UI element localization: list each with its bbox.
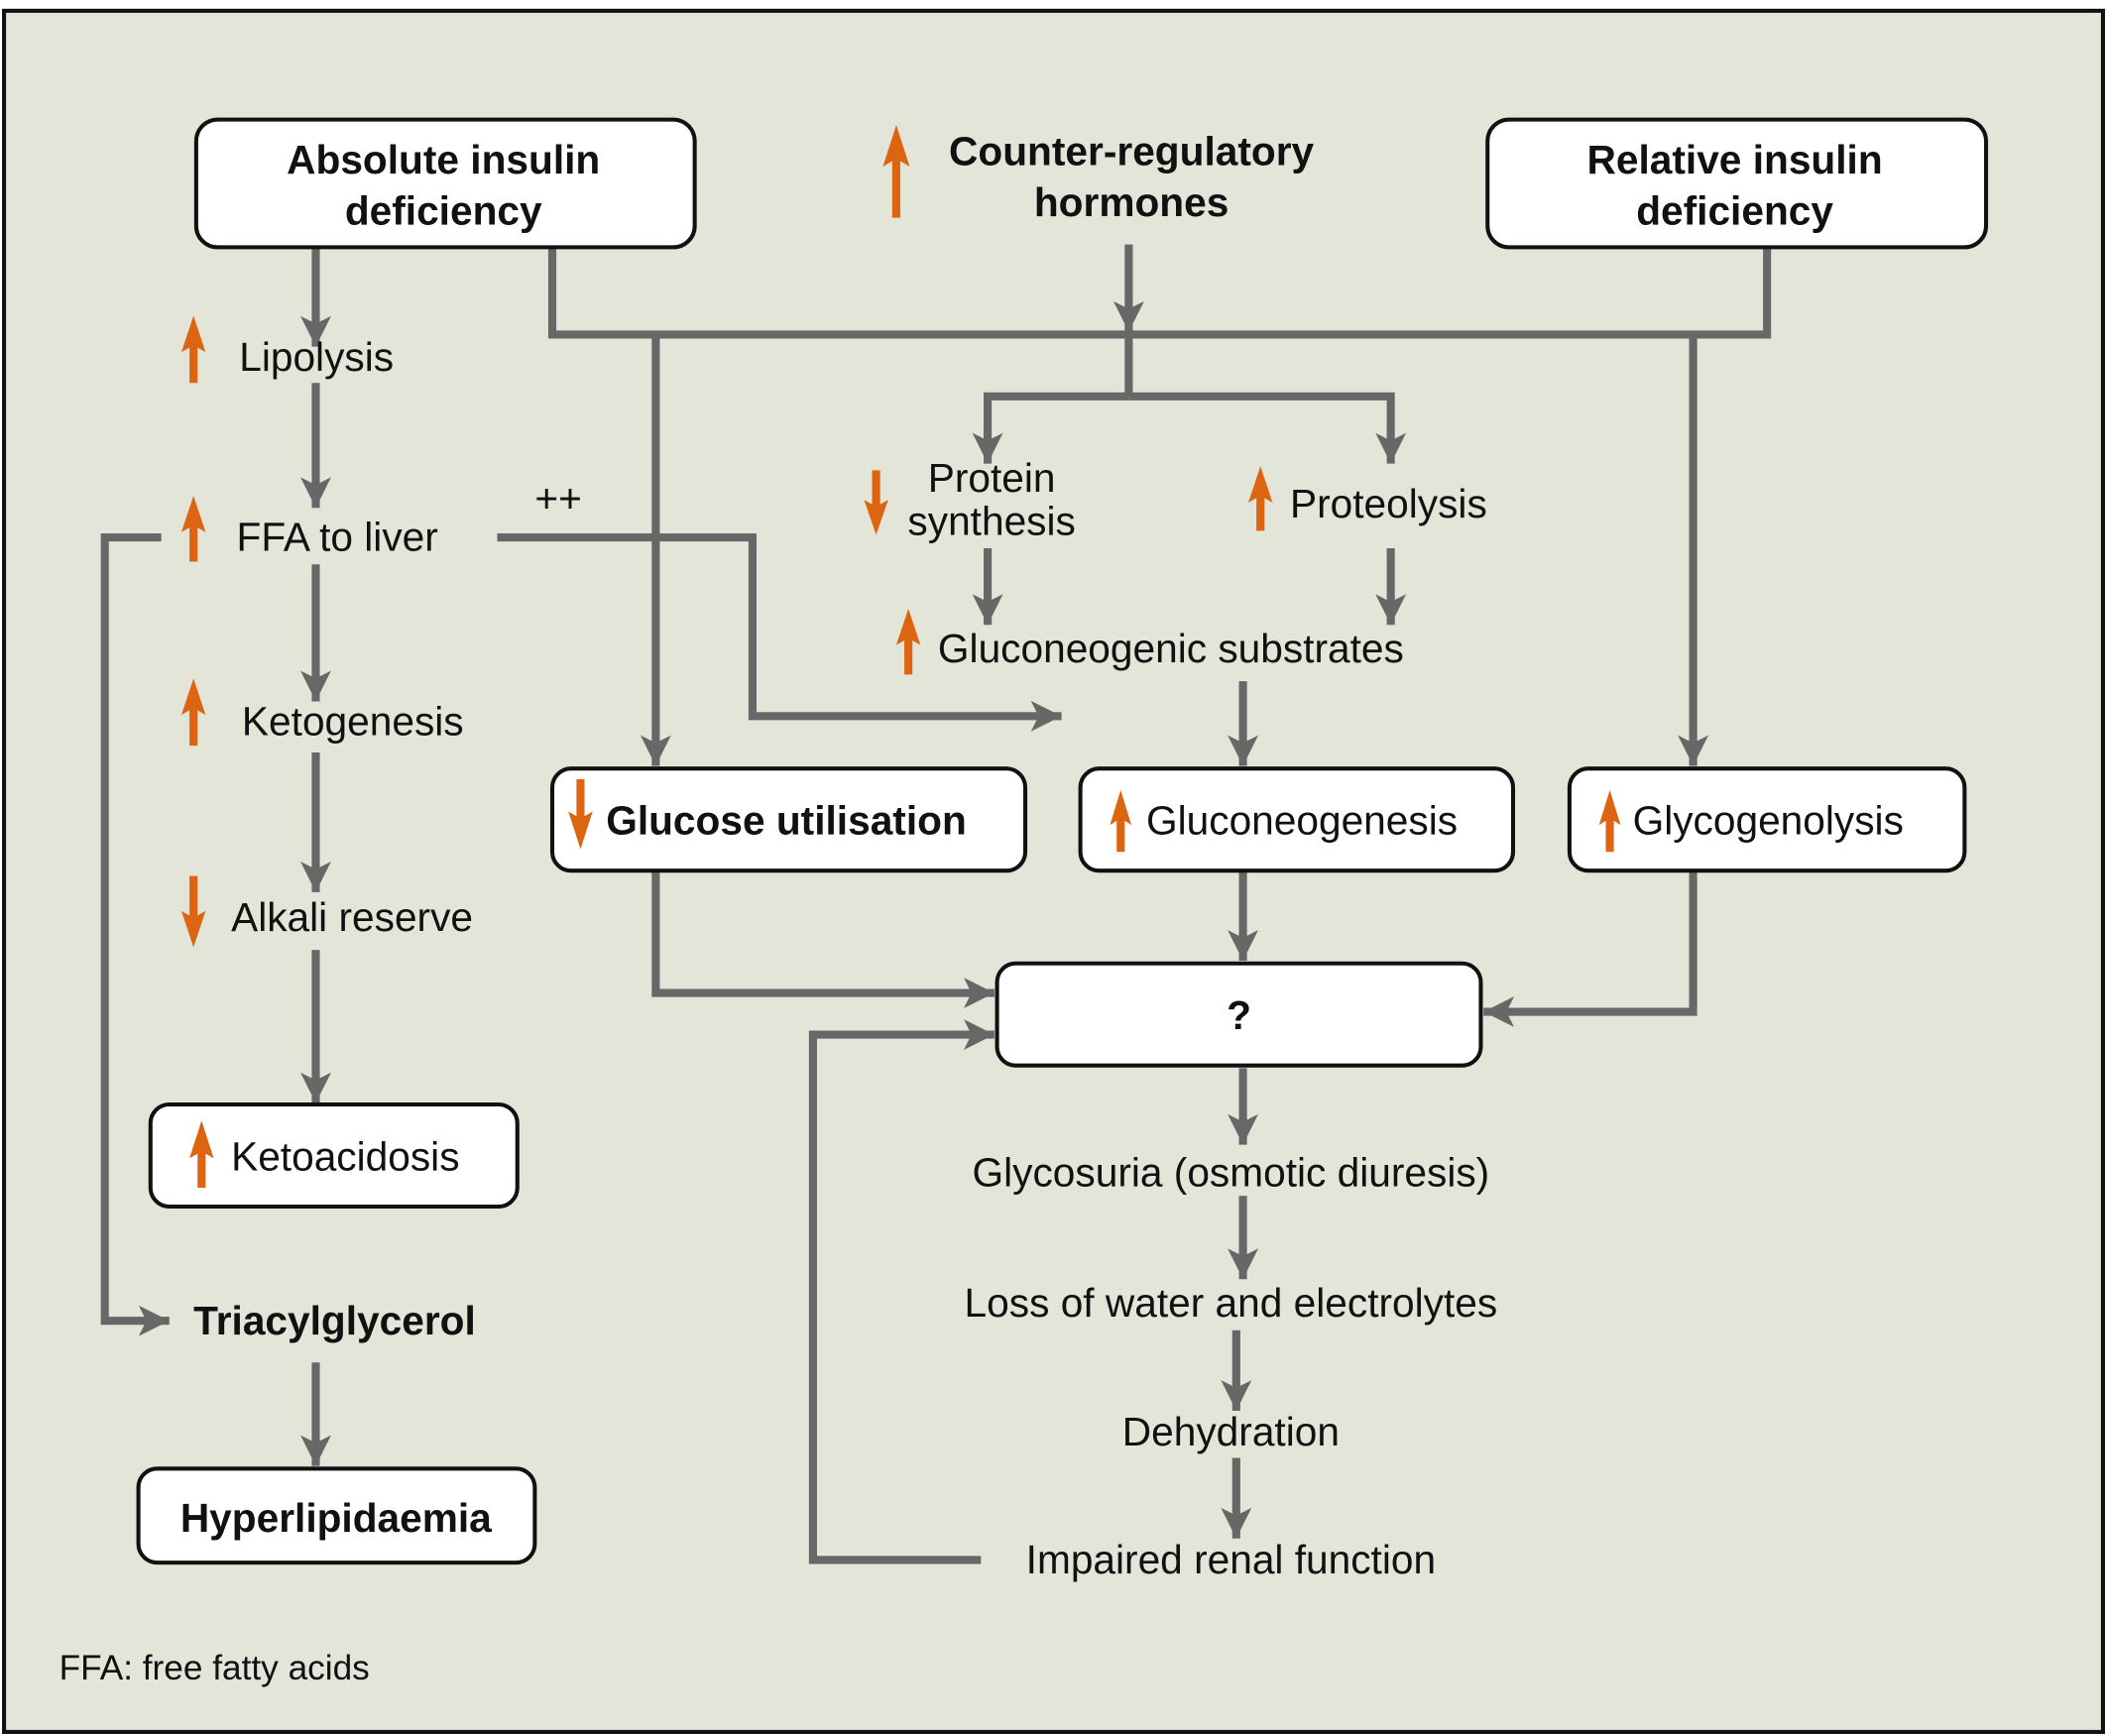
up-arrow-icon [180,496,206,562]
node-label: Glycogenolysis [1633,798,1904,844]
up-arrow-icon [189,1120,214,1189]
up-arrow-icon [895,608,921,675]
node-label-line1: Absolute insulin [287,137,600,182]
node-label: Alkali reserve [231,894,473,940]
node-label: Lipolysis [239,334,394,380]
down-arrow-icon [180,875,206,948]
down-arrow-icon [568,779,593,850]
node-unknown: ? [995,961,1483,1068]
up-arrow-icon [1598,789,1621,853]
node-label: Gluconeogenesis [1146,798,1458,844]
node-label: FFA to liver [237,515,438,560]
down-arrow-icon [864,470,888,535]
node-label: Hyperlipidaemia [180,1495,492,1541]
connector-top-bus [547,247,1772,339]
up-arrow-icon [180,678,206,747]
up-arrow-icon [882,125,910,218]
node-glycogenolysis: Glycogenolysis [1567,766,1967,873]
node-ffa-to-liver: FFA to liver [180,496,438,562]
node-impaired-renal-function: Impaired renal function [1026,1537,1436,1582]
node-relative-insulin-deficiency: Relative insulin deficiency [1485,117,1989,250]
node-proteolysis: Proteolysis [1248,466,1487,531]
node-label-line2: deficiency [1636,187,1833,233]
connector-glycogenolysis-unknown [1483,870,1697,1027]
node-counter-regulatory-hormones: Counter-regulatory hormones [882,125,1315,225]
node-glycosuria: Glycosuria (osmotic diuresis) [973,1150,1490,1196]
node-loss-of-water: Loss of water and electrolytes [965,1280,1498,1326]
node-ketoacidosis: Ketoacidosis [148,1101,520,1210]
connector-split-proteolysis [1128,392,1407,464]
node-label: ? [1227,992,1251,1038]
plus-marker: ++ [534,475,581,521]
connector-split-protein [972,392,1129,464]
node-ketogenesis: Ketogenesis [180,678,464,747]
node-label-line2: deficiency [345,187,542,233]
node-label-line1: Counter-regulatory [949,129,1314,174]
node-label: Ketoacidosis [231,1133,459,1179]
node-triacylglycerol: Triacylglycerol [193,1298,476,1343]
up-arrow-icon [1110,789,1132,853]
node-label: Proteolysis [1290,481,1487,526]
up-arrow-icon [180,315,206,384]
footnote: FFA: free fatty acids [59,1649,370,1687]
node-alkali-reserve: Alkali reserve [180,875,473,948]
connector-ffa-gluconeogenesis [497,533,1062,732]
node-gluconeogenesis: Gluconeogenesis [1078,766,1516,873]
node-label-line1: Protein [928,455,1056,501]
connector-renal-feedback [808,1019,995,1564]
node-label-line2: hormones [1034,179,1229,225]
node-label: Ketogenesis [242,698,464,744]
node-label: Glucose utilisation [606,798,967,844]
connectors [100,244,1772,1564]
node-dehydration: Dehydration [1122,1409,1340,1454]
node-gluconeogenic-substrates: Gluconeogenic substrates [895,608,1404,675]
node-protein-synthesis: Protein synthesis [864,455,1076,543]
node-absolute-insulin-deficiency: Absolute insulin deficiency [193,117,697,250]
connector-glucose-unknown [651,870,995,1008]
node-lipolysis: Lipolysis [180,315,394,384]
node-label-line1: Relative insulin [1587,137,1883,182]
node-label: Gluconeogenic substrates [938,626,1404,671]
node-hyperlipidaemia: Hyperlipidaemia [136,1466,537,1565]
up-arrow-icon [1248,466,1273,531]
node-label-line2: synthesis [907,498,1075,543]
connector-ffa-triacylglycerol [100,533,170,1336]
node-glucose-utilisation: Glucose utilisation [549,766,1028,873]
